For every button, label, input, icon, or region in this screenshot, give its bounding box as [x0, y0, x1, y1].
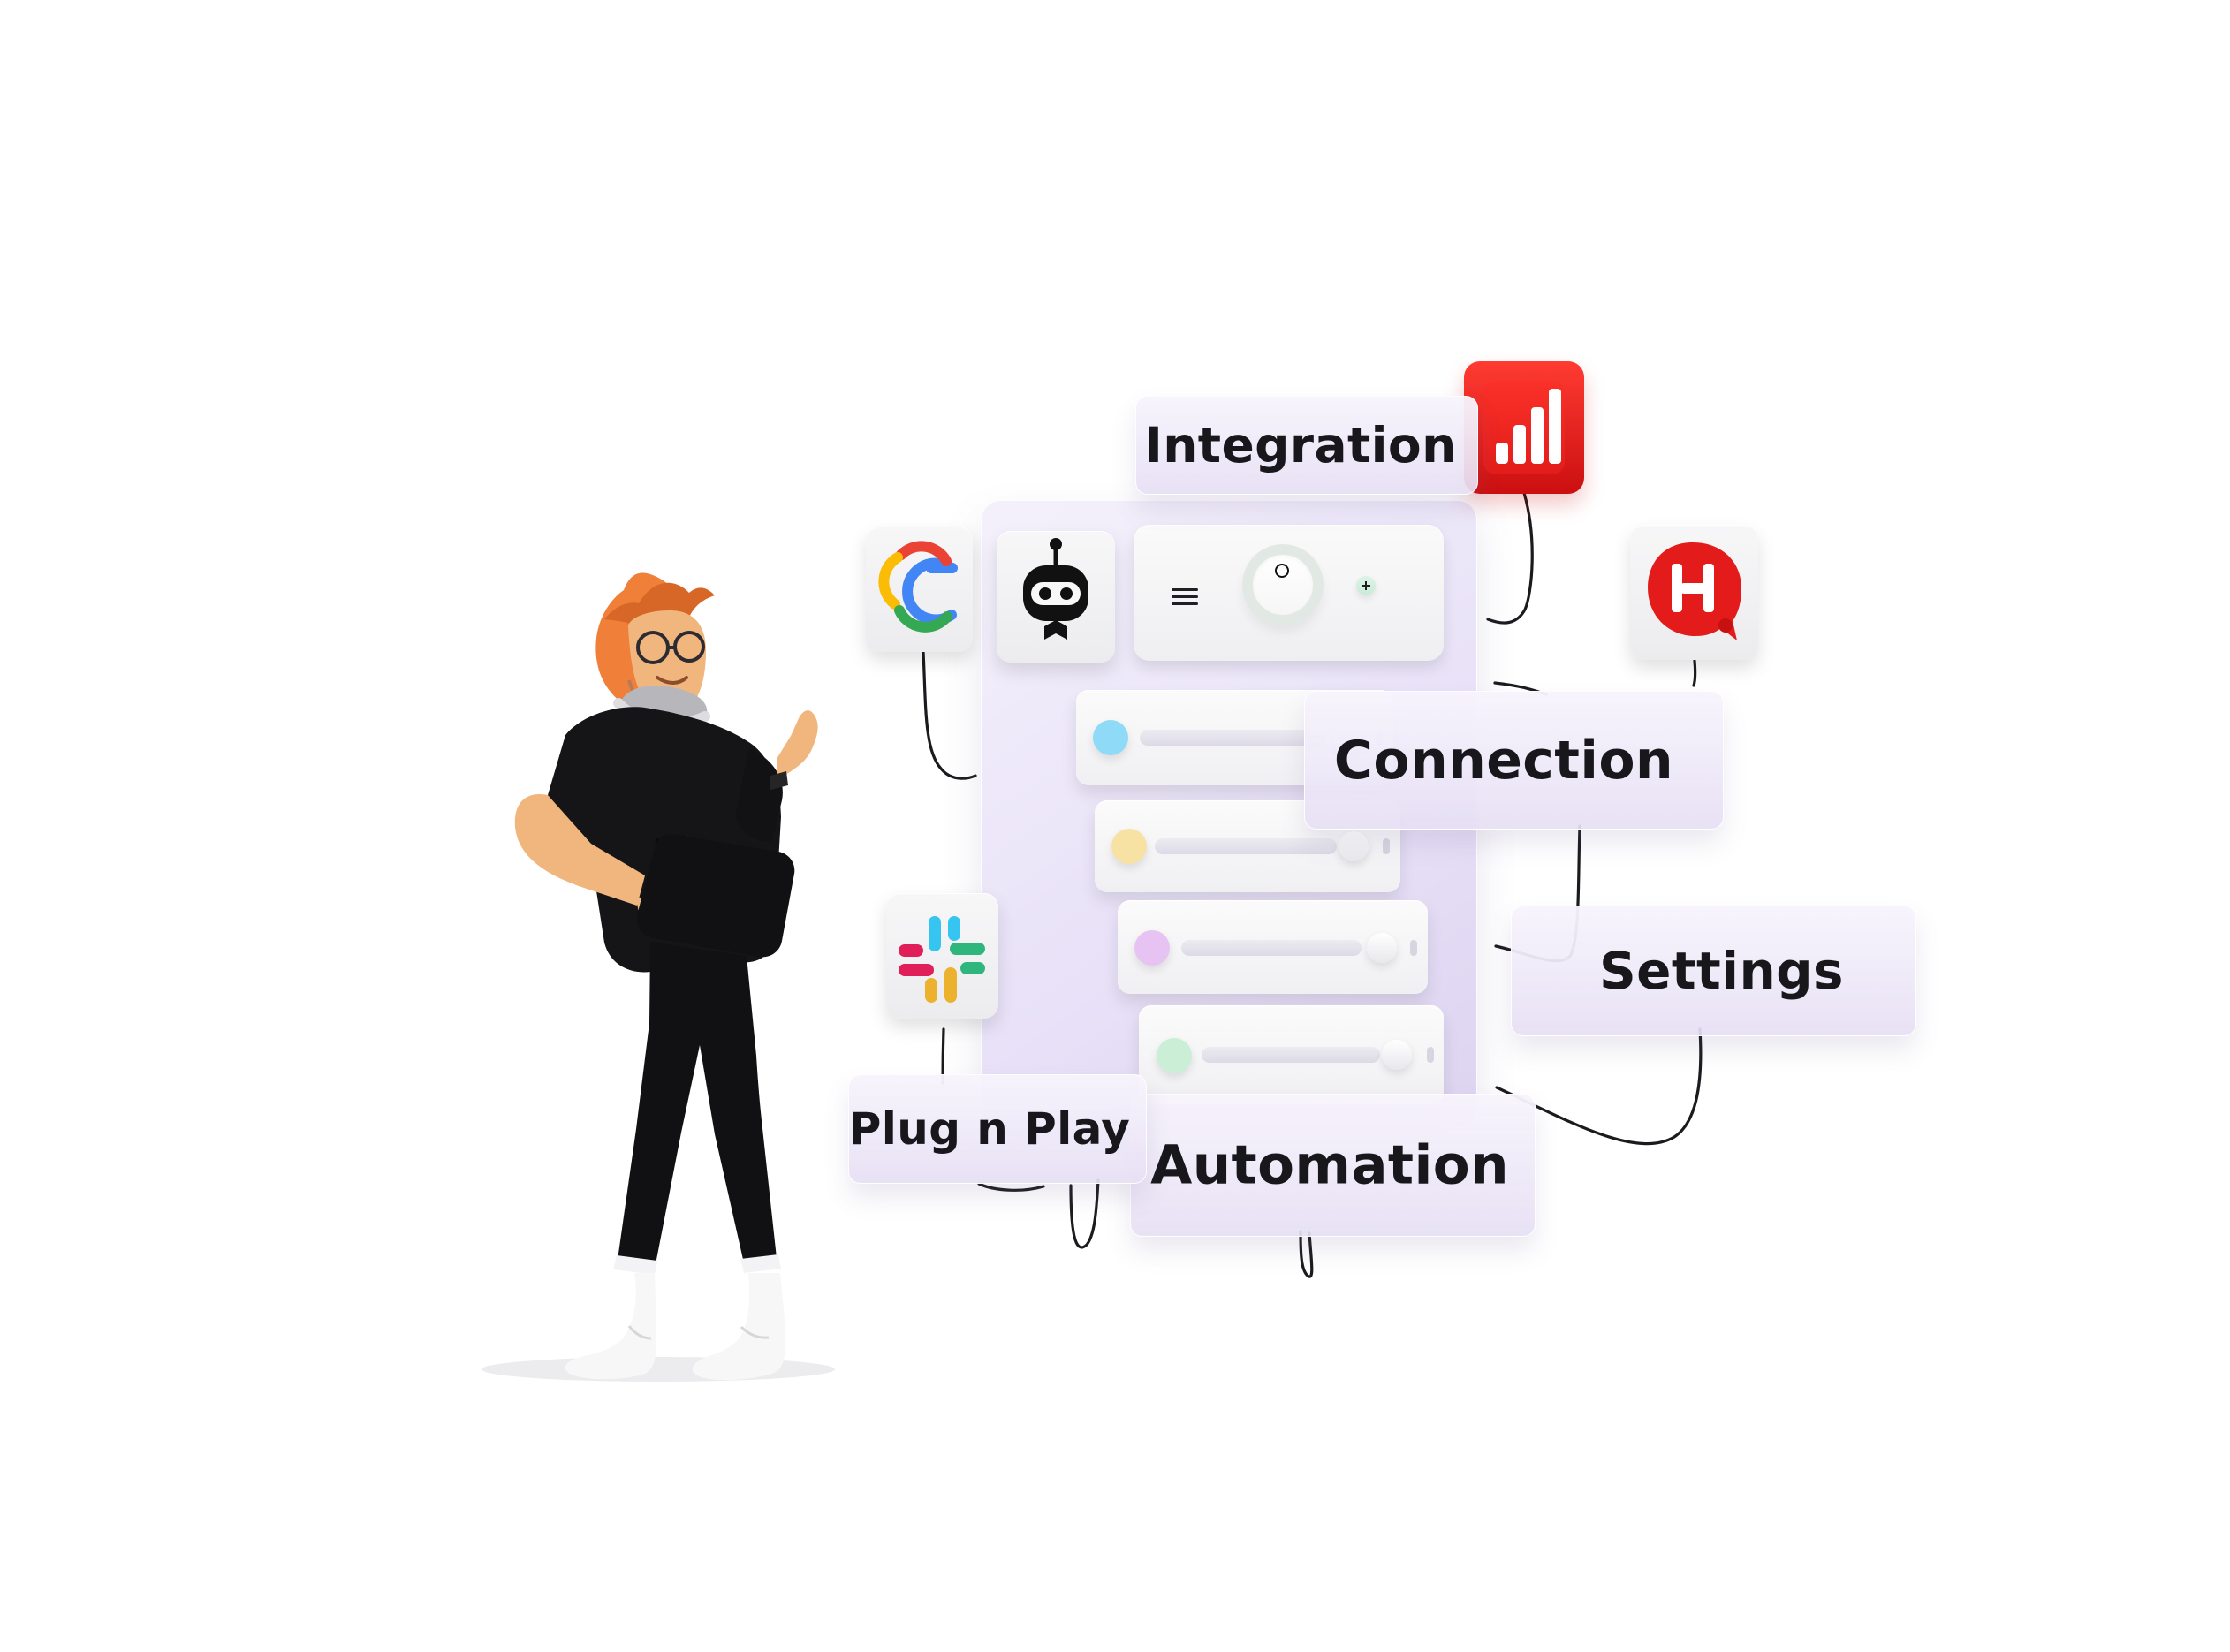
settings-label: Settings — [1599, 941, 1844, 1001]
row-2-knob[interactable] — [1339, 831, 1369, 861]
toolbar-card — [1134, 525, 1444, 661]
slack-icon — [899, 916, 985, 1003]
connection-label: Connection — [1333, 729, 1674, 792]
integration-label: Integration — [1144, 417, 1457, 474]
row-4-knob[interactable] — [1382, 1040, 1412, 1070]
help-wire — [1692, 659, 1697, 687]
slack-tile — [886, 893, 998, 1019]
row-3-handle — [1410, 940, 1417, 956]
row-2-slider — [1155, 838, 1337, 854]
robot-tile — [997, 531, 1115, 663]
plug-wire — [1069, 1178, 1100, 1249]
automation-label: Automation — [1150, 1133, 1509, 1197]
power-icon-dot — [1275, 564, 1289, 578]
row-3-slider — [1181, 940, 1362, 956]
row-4-slider — [1202, 1047, 1380, 1063]
row-4-status — [1157, 1038, 1192, 1073]
connection-row-4 — [1139, 1005, 1444, 1104]
row-3-knob[interactable] — [1367, 933, 1397, 963]
help-tile — [1630, 525, 1758, 660]
plug-n-play-label-card: Plug n Play — [848, 1074, 1147, 1184]
row-3-status — [1134, 930, 1170, 966]
row-1-slider — [1140, 730, 1327, 746]
connection-label-card: Connection — [1304, 691, 1724, 830]
integration-wire — [1486, 491, 1534, 625]
automation-wire — [1299, 1230, 1314, 1278]
settings-label-card: Settings — [1511, 906, 1916, 1036]
power-icon — [1242, 544, 1324, 625]
list-icon — [1172, 587, 1203, 608]
row-4-handle — [1427, 1047, 1434, 1063]
connection-row-3 — [1118, 900, 1428, 994]
plug-n-play-label: Plug n Play — [848, 1103, 1131, 1155]
analytics-icon — [1483, 382, 1565, 474]
google-icon — [878, 541, 958, 633]
help-icon — [1648, 542, 1741, 640]
row-2-status — [1111, 829, 1147, 864]
row-1-status — [1093, 720, 1128, 755]
robot-icon — [1023, 538, 1088, 640]
automation-label-card: Automation — [1130, 1094, 1536, 1237]
analytics-tile — [1464, 361, 1584, 494]
connection-row-2 — [1095, 800, 1400, 892]
google-tile — [866, 527, 973, 652]
integration-label-card: Integration — [1135, 396, 1478, 495]
plug-bottom-wire — [977, 1182, 1045, 1192]
row-2-handle — [1383, 838, 1390, 854]
plus-icon[interactable] — [1356, 576, 1376, 595]
google-wire — [922, 650, 977, 780]
